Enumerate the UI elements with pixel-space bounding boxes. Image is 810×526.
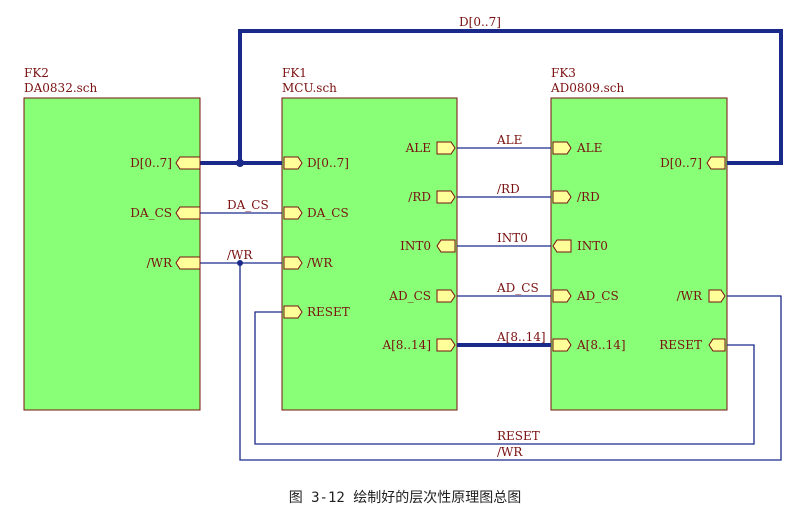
port-fk1-int0[interactable] xyxy=(436,239,456,253)
net-label-wr-left: /WR xyxy=(227,248,253,262)
figure-caption: 图 3-12 绘制好的层次性原理图总图 xyxy=(288,490,522,506)
port-label-fk1-ale: ALE xyxy=(405,141,431,155)
port-label-fk3-ale: ALE xyxy=(576,141,602,155)
net-label-ale: ALE xyxy=(496,133,522,147)
port-label-fk1-int0: INT0 xyxy=(400,239,431,253)
port-label-fk3-ad-cs: AD_CS xyxy=(576,289,619,303)
bus-d07-top-loop[interactable] xyxy=(238,29,783,165)
net-label-d07: D[0..7] xyxy=(459,15,501,29)
port-fk2-wr[interactable] xyxy=(175,256,201,270)
port-label-fk3-wr: /WR xyxy=(677,289,703,303)
net-label-rd: /RD xyxy=(497,182,520,196)
port-fk2-da-cs[interactable] xyxy=(175,206,201,220)
port-label-fk2-d07: D[0..7] xyxy=(130,156,172,170)
port-fk3-d07[interactable] xyxy=(706,156,726,170)
net-label-da-cs: DA_CS xyxy=(227,198,269,212)
sheet-fk3[interactable] xyxy=(550,97,728,411)
port-label-fk1-a814: A[8..14] xyxy=(381,338,431,352)
port-label-fk1-rd: /RD xyxy=(408,190,431,204)
port-fk3-ad-cs[interactable] xyxy=(552,289,572,303)
port-label-fk3-rd: /RD xyxy=(577,190,600,204)
port-label-fk1-wr: /WR xyxy=(307,256,333,270)
port-label-fk3-int0: INT0 xyxy=(577,239,608,253)
port-fk1-reset[interactable] xyxy=(283,305,303,319)
sheet-fk2-filename: DA0832.sch xyxy=(24,81,98,95)
port-label-fk1-ad-cs: AD_CS xyxy=(388,289,431,303)
port-fk3-a814[interactable] xyxy=(552,338,572,352)
net-label-reset: RESET xyxy=(497,429,540,443)
port-fk1-ad-cs[interactable] xyxy=(436,289,456,303)
port-label-fk3-reset: RESET xyxy=(659,338,702,352)
port-fk1-da-cs[interactable] xyxy=(283,206,303,220)
port-fk3-wr[interactable] xyxy=(708,289,726,303)
junction-d07 xyxy=(236,159,244,167)
port-fk2-d07[interactable] xyxy=(175,156,201,170)
port-fk1-wr[interactable] xyxy=(283,256,303,270)
port-fk3-rd[interactable] xyxy=(552,190,572,204)
port-fk3-int0[interactable] xyxy=(552,239,572,253)
net-label-int0: INT0 xyxy=(497,231,528,245)
net-label-ad-cs: AD_CS xyxy=(496,281,539,295)
port-label-fk1-d07: D[0..7] xyxy=(307,156,349,170)
port-label-fk3-a814: A[8..14] xyxy=(576,338,626,352)
sheet-fk2-designator: FK2 xyxy=(24,66,49,80)
port-fk3-reset[interactable] xyxy=(708,338,726,352)
port-fk1-ale[interactable] xyxy=(436,141,456,155)
sheet-fk3-filename: AD0809.sch xyxy=(550,81,625,95)
port-fk1-d07[interactable] xyxy=(283,156,303,170)
net-label-a814: A[8..14] xyxy=(496,330,546,344)
port-label-fk1-reset: RESET xyxy=(307,305,350,319)
net-label-wr-bottom: /WR xyxy=(497,445,523,459)
wire-wr-bottom-loop[interactable] xyxy=(239,263,782,461)
sheet-fk2[interactable] xyxy=(23,97,201,411)
sheet-fk3-designator: FK3 xyxy=(551,66,576,80)
port-label-fk1-da-cs: DA_CS xyxy=(307,206,349,220)
sheet-fk1[interactable] xyxy=(281,97,458,411)
wire-reset-loop[interactable] xyxy=(254,311,755,445)
port-fk3-ale[interactable] xyxy=(552,141,572,155)
port-label-fk2-da-cs: DA_CS xyxy=(130,206,172,220)
junction-wr xyxy=(237,260,243,266)
port-fk1-rd[interactable] xyxy=(436,190,456,204)
sheet-fk1-filename: MCU.sch xyxy=(282,81,337,95)
port-fk1-a814[interactable] xyxy=(436,338,456,352)
sheet-fk1-designator: FK1 xyxy=(282,66,307,80)
port-label-fk2-wr: /WR xyxy=(147,256,173,270)
port-label-fk3-d07: D[0..7] xyxy=(660,156,702,170)
